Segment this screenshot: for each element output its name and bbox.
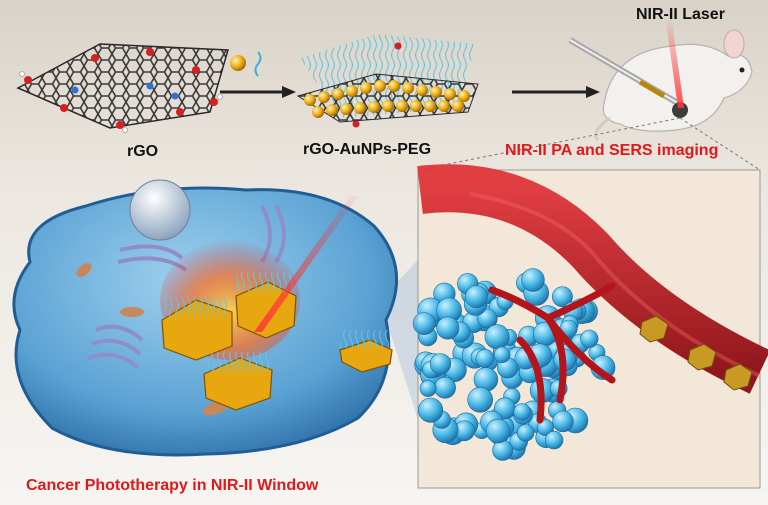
peg-chain-icon (254, 51, 262, 77)
imaging-label: NIR-II PA and SERS imaging (505, 142, 719, 159)
laser-beam (666, 22, 684, 108)
gold-nanoparticle-icon (230, 55, 246, 71)
rgo-sheet (16, 43, 229, 133)
phototherapy-label: Cancer Phototherapy in NIR-II Window (26, 477, 319, 494)
nir-ii-laser-label: NIR-II Laser (636, 6, 725, 23)
tumor-inset (412, 164, 768, 489)
syringe-icon (568, 37, 678, 105)
cancer-cell (12, 179, 398, 457)
rgo-aunps-peg-sheet (296, 34, 479, 128)
rgo-aunps-peg-label: rGO-AuNPs-PEG (303, 141, 432, 158)
right-arrow-icon (512, 86, 600, 98)
rgo-label: rGO (127, 143, 159, 160)
right-arrow-icon (220, 86, 296, 98)
